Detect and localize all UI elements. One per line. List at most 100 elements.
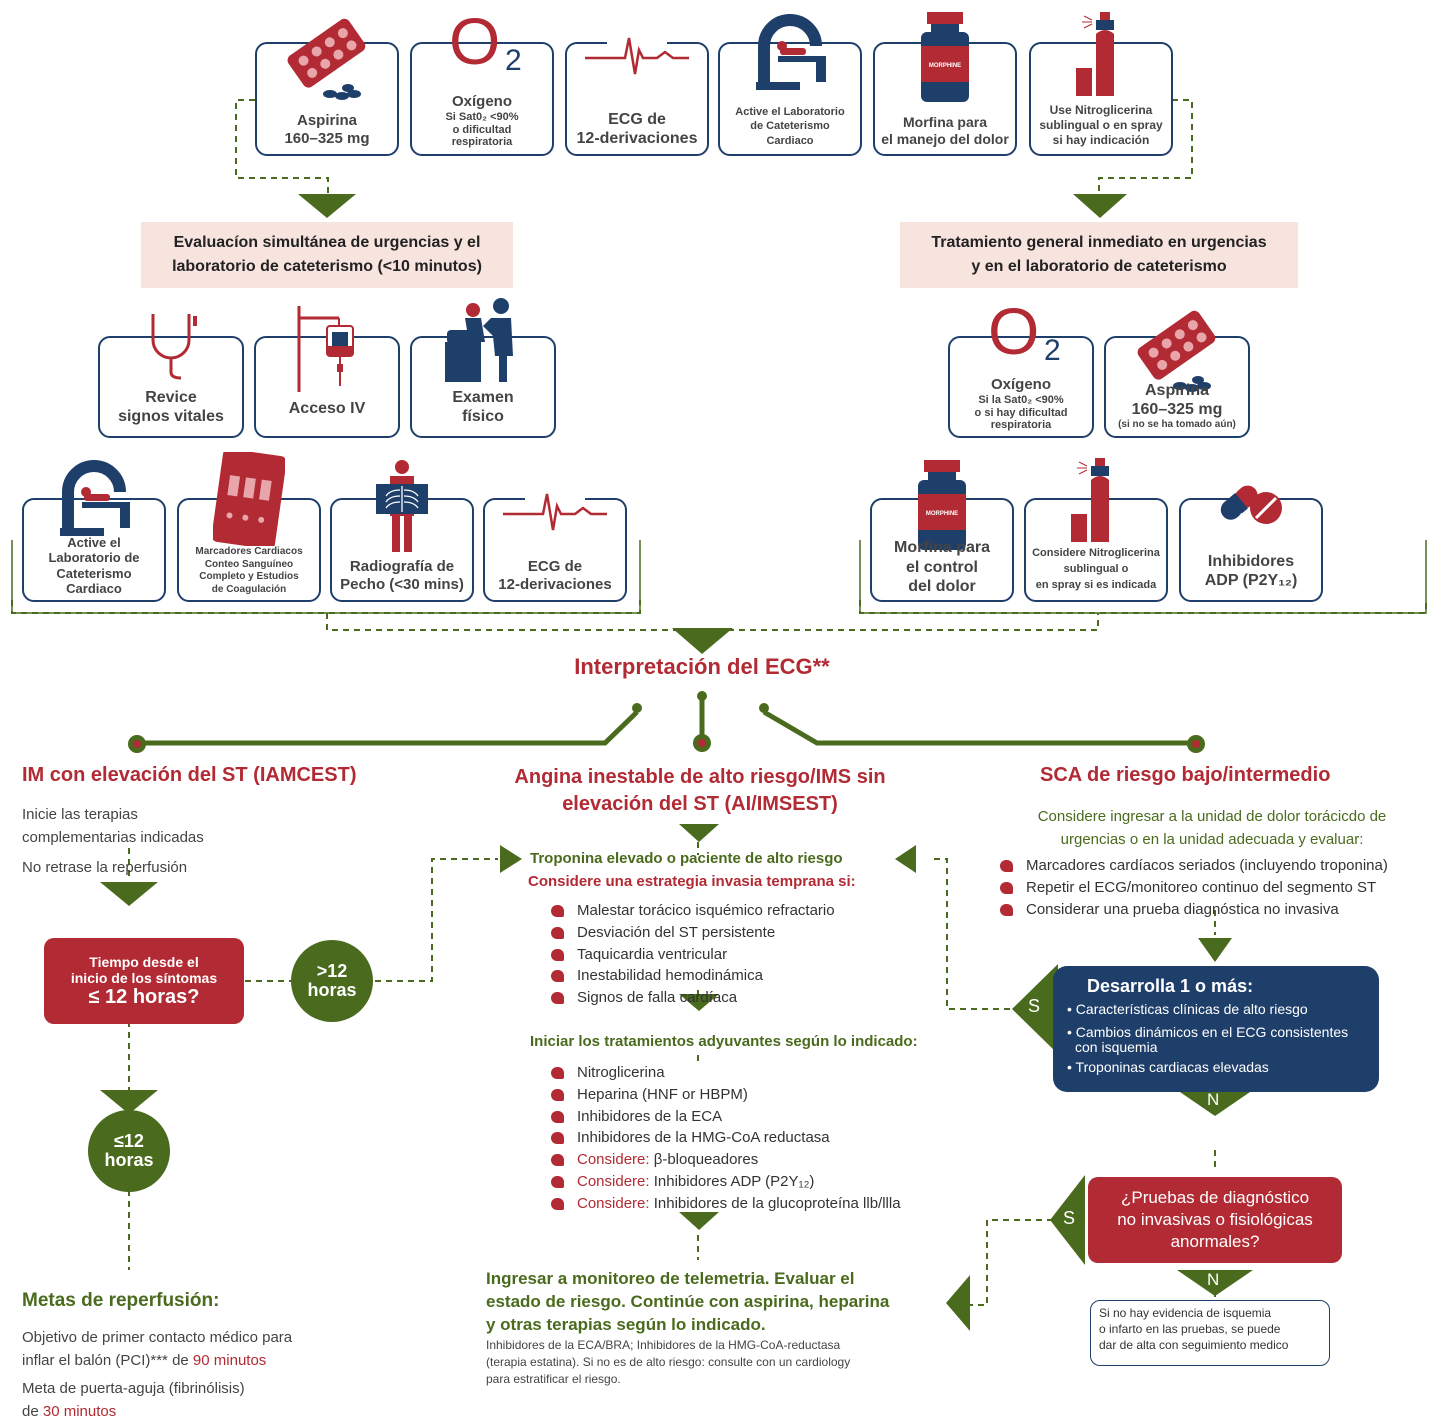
list-item: Considere: β-bloqueadores xyxy=(547,1149,901,1171)
treatments-list: Nitroglicerina Heparina (HNF or HBPM) In… xyxy=(547,1062,901,1214)
label-line: Marcadores Cardiacos xyxy=(195,546,303,557)
label-line: Active el Laboratorio xyxy=(735,106,845,119)
label-line: ADP (P2Y₁₂) xyxy=(1204,571,1298,589)
treat-line: Tratamiento general inmediato en urgenci… xyxy=(931,234,1267,251)
label-line: Aspirina xyxy=(1144,381,1209,399)
considere-label: Considere: xyxy=(577,1172,650,1190)
aspirin-tablets-icon xyxy=(287,18,366,100)
list-item: Inestabilidad hemodinámica xyxy=(547,965,835,987)
low-risk-list: Marcadores cardíacos seriados (incluyend… xyxy=(996,855,1388,920)
card-nitroglycerin: Use Nitroglicerina sublingual o en spray… xyxy=(1029,12,1173,156)
reperfusion-goals-title: Metas de reperfusión: xyxy=(22,1290,220,1311)
card-vital-signs: Revice signos vitales xyxy=(98,314,244,438)
discharge-line: Si no hay evidencia de isquemia xyxy=(1099,1306,1272,1320)
stemi-line: complementarias indicadas xyxy=(22,829,204,847)
badge-line: horas xyxy=(307,980,357,1000)
o2-letter: O xyxy=(988,294,1040,368)
label-line: Inhibidores xyxy=(1207,552,1295,570)
invasive-strategy-title: Considere una estrategia invasia tempran… xyxy=(528,873,856,890)
arrow-right-trop xyxy=(500,845,522,873)
goal-line: inflar el balón (PCI)*** de 90 minutos xyxy=(22,1349,292,1372)
discharge-line: dar de alta con seguimiento medico xyxy=(1099,1338,1289,1353)
admit-line: Ingresar a monitoreo de telemetria. Eval… xyxy=(486,1269,855,1288)
time-line: Tiempo desde el xyxy=(89,953,199,970)
gt-12-hours-badge: >12 horas xyxy=(291,940,373,1022)
nstemi-title: Angina inestable de alto riesgo/IMS sin … xyxy=(470,764,930,818)
eval-line: laboratorio de cateterismo (<10 minutos) xyxy=(172,258,482,275)
label-line: Revice xyxy=(145,388,197,406)
iv-bag-icon xyxy=(297,306,354,392)
oxygen-icon: O 2 xyxy=(966,298,1076,367)
develops-item: • Cambios dinámicos en el ECG consistent… xyxy=(1067,1023,1349,1055)
footer-line: (terapia estatina). Si no es de alto rie… xyxy=(486,1354,851,1369)
badge-line: horas xyxy=(104,1150,154,1170)
card-cath-lab: Active el Laboratorio de Cateterismo Car… xyxy=(718,14,862,156)
le-12-hours-badge: ≤12 horas xyxy=(88,1110,170,1192)
oxygen-title: Oxígeno xyxy=(451,93,512,111)
stemi-line: Inicie las terapias xyxy=(22,806,138,823)
develops-item: • Características clínicas de alto riesg… xyxy=(1067,1001,1308,1017)
nitroglycerin-spray-icon xyxy=(1071,458,1109,542)
arrow-left-trop xyxy=(895,845,916,873)
consider-text: Inhibidores ADP (P2Y₁₂) xyxy=(653,1172,815,1190)
aspirin-tablets-icon xyxy=(1137,310,1216,392)
label-line: o dificultad xyxy=(452,123,512,136)
arrow-down-goals xyxy=(100,1090,158,1114)
list-item: Repetir el ECG/monitoreo continuo del se… xyxy=(996,877,1388,899)
arrow-down-develops xyxy=(1198,938,1232,962)
label-line: el control xyxy=(905,558,978,576)
o2-letter: O xyxy=(449,4,501,78)
tests-line: no invasivas o fisiológicas xyxy=(1117,1210,1313,1230)
s-arrow-1 xyxy=(1012,964,1058,1054)
stemi-title: IM con elevación del ST (IAMCEST) xyxy=(22,764,357,786)
arrow-down-eval xyxy=(298,194,356,218)
list-item: Taquicardia ventricular xyxy=(547,944,835,966)
stemi-text: Inicie las terapias complementarias indi… xyxy=(22,803,204,879)
discharge-line: o infarto en las pruebas, se puede xyxy=(1099,1322,1281,1337)
develops-box: Desarrolla 1 o más: • Características cl… xyxy=(1053,966,1379,1092)
label-line: Cardiaco xyxy=(766,134,814,147)
stethoscope-icon xyxy=(151,314,197,380)
footer-line: para estratificar el riesgo. xyxy=(486,1371,621,1386)
invasive-criteria-list: Malestar torácico isquémico refractario … xyxy=(547,900,835,1009)
consider-text: β-bloqueadores xyxy=(653,1151,759,1168)
list-item: Considerar una prueba diagnóstica no inv… xyxy=(996,899,1388,921)
badge-line: ≤12 xyxy=(114,1131,144,1152)
list-item: Inhibidores de la HMG-CoA reductasa xyxy=(547,1127,901,1149)
card-physical-exam: Examen físico xyxy=(410,298,556,438)
card-aspirin: Aspirina 160–325 mg xyxy=(255,18,399,156)
label-line: Cateterismo xyxy=(56,565,132,581)
label-line: Radiografía de xyxy=(349,558,455,575)
eval-line: Evaluacíon simultánea de urgencias y el xyxy=(173,234,481,251)
card-morphine: MORPHINE Morfina para el manejo del dolo… xyxy=(873,12,1017,156)
n-arrow-2 xyxy=(1177,1270,1253,1296)
label-line: respiratoria xyxy=(990,419,1052,432)
discharge-box: Si no hay evidencia de isquemia o infart… xyxy=(1090,1300,1330,1366)
label-line: Considere Nitroglicerina xyxy=(1032,547,1160,560)
consider-text: Inhibidores de la glucoproteína llb/llla xyxy=(653,1194,901,1212)
goal-line: Objetivo de primer contacto médico para xyxy=(22,1329,293,1346)
label-line: Si Sat0₂ <90% xyxy=(445,111,519,124)
footer-line: Inhibidores de la ECA/BRA; Inhibidores d… xyxy=(486,1338,841,1352)
admit-telemetry: Ingresar a monitoreo de telemetria. Eval… xyxy=(486,1268,889,1337)
arrow-down-ecg xyxy=(672,628,733,654)
arrow-down-adj xyxy=(679,994,719,1011)
capsule-pill-icon xyxy=(1220,485,1282,524)
morphine-vial-icon: MORPHINE xyxy=(918,460,966,550)
arrow-down-trop xyxy=(679,824,719,842)
physical-exam-icon xyxy=(445,298,513,382)
treat-line: y en el laboratorio de cateterismo xyxy=(971,258,1227,275)
label-line: Morfina para xyxy=(902,114,987,131)
card-iv-access: Acceso IV xyxy=(254,306,400,438)
cath-lab-icon xyxy=(756,14,826,90)
label-line: de Coagulación xyxy=(211,583,287,595)
tests-line: anormales? xyxy=(1170,1231,1260,1251)
eval-header: Evaluacíon simultánea de urgencias y el … xyxy=(141,222,513,288)
list-item: Malestar torácico isquémico refractario xyxy=(547,900,835,922)
card-morphine-2: MORPHINE Morfina para el control del dol… xyxy=(870,460,1014,602)
card-nitroglycerin-2: Considere Nitroglicerina sublingual o en… xyxy=(1024,458,1168,602)
develops-text: Características clínicas de alto riesgo xyxy=(1075,1001,1308,1017)
nstemi-footer: Inhibidores de la ECA/BRA; Inhibidores d… xyxy=(486,1337,850,1387)
lab-tray-icon xyxy=(213,452,285,546)
label-line: 12-derivaciones xyxy=(576,129,698,147)
